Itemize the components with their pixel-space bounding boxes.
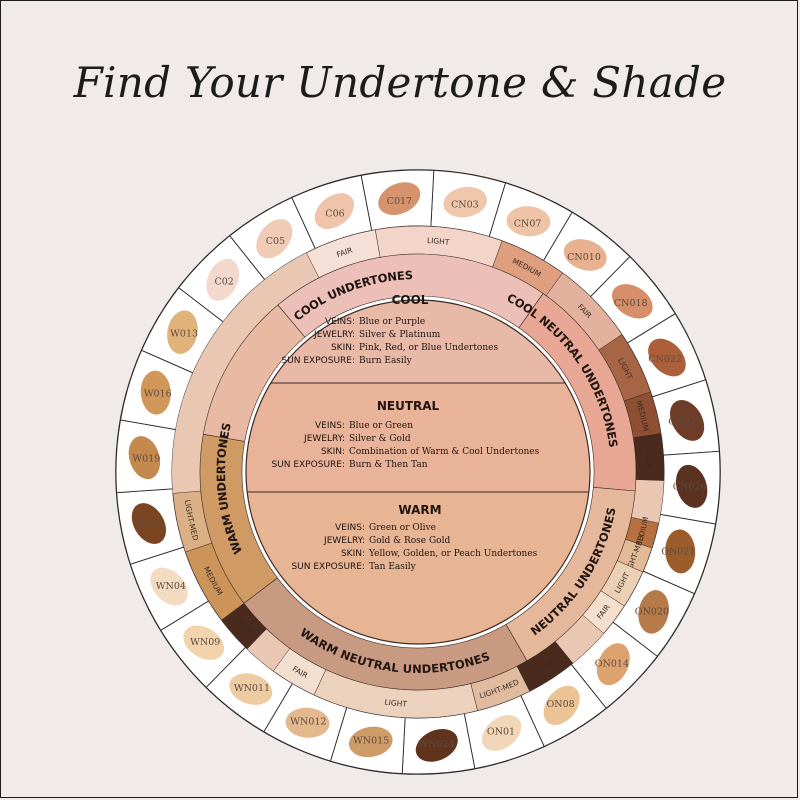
attribute-key: SKIN: (331, 343, 355, 353)
shade-swatch (131, 503, 167, 544)
shade-code: ON01 (487, 727, 515, 738)
attribute-value: Burn & Then Tan (349, 460, 428, 470)
shade-swatch (229, 673, 273, 705)
shade-code: CN026 (673, 482, 707, 493)
shade-code: WN015 (353, 735, 389, 746)
undertone-band (202, 304, 306, 442)
section-heading: WARM (398, 503, 441, 517)
attribute-value: Silver & Gold (349, 434, 411, 444)
attribute-key: JEWELRY: (313, 330, 355, 340)
shade-code: C017 (387, 196, 412, 207)
depth-label: LIGHT (427, 236, 451, 247)
shade-swatch (206, 258, 240, 301)
attribute-value: Burn Easily (359, 356, 413, 366)
attribute-value: Tan Easily (369, 562, 417, 572)
shade-code: WN012 (290, 716, 326, 727)
shade-swatch (481, 714, 522, 751)
shade-code: CN07 (514, 219, 542, 230)
shade-code: CN018 (614, 298, 648, 309)
section-heading: COOL (392, 293, 429, 307)
shade-swatch (563, 239, 607, 271)
shade-swatch (183, 625, 225, 660)
shade-code: CN022 (648, 354, 682, 365)
center-outline (245, 299, 591, 645)
attribute-key: SKIN: (341, 549, 365, 559)
shade-swatch (348, 726, 393, 758)
attribute-key: SUN EXPOSURE: (291, 562, 365, 572)
page-title: Find Your Undertone & Shade (73, 58, 727, 107)
section-heading: NEUTRAL (377, 399, 440, 413)
depth-label: DEEP (644, 448, 654, 469)
shade-swatch (506, 206, 551, 237)
shade-code: W019 (132, 453, 160, 464)
shade-swatch (669, 400, 705, 441)
shade-code: ON020 (635, 606, 669, 617)
shade-code: ON08 (546, 699, 574, 710)
shade-code: C06 (325, 208, 344, 219)
attribute-value: Silver & Platinum (359, 330, 441, 340)
shade-code: W013 (170, 329, 198, 340)
attribute-key: JEWELRY: (303, 434, 345, 444)
shade-code: WN09 (190, 637, 220, 648)
attribute-value: Blue or Purple (359, 317, 425, 327)
attribute-value: Combination of Warm & Cool Undertones (349, 447, 540, 457)
shade-code: WN011 (234, 683, 270, 694)
attribute-key: JEWELRY: (323, 536, 365, 546)
shade-swatch (314, 193, 355, 230)
shade-code: W016 (144, 389, 172, 400)
attribute-key: SUN EXPOSURE: (281, 356, 355, 366)
shade-code: W023 (137, 519, 165, 530)
attribute-value: Gold & Rose Gold (369, 536, 450, 546)
attribute-key: VEINS: (315, 421, 345, 431)
shade-swatch (648, 338, 686, 377)
shade-swatch (378, 182, 421, 216)
depth-ring: FAIRLIGHTMEDIUMFAIRLIGHTMEDIUMDEEPMEDIUM… (171, 225, 665, 719)
attribute-value: Yellow, Golden, or Peach Undertones (368, 549, 538, 559)
shade-swatch (256, 219, 293, 259)
shade-code: CN025 (668, 416, 702, 427)
shade-swatch (167, 310, 198, 354)
shade-code: C02 (214, 277, 233, 288)
shade-code: WN024 (419, 739, 455, 750)
shade-code: ON021 (661, 546, 695, 557)
shade-swatch (675, 464, 708, 508)
shade-swatch (611, 284, 653, 319)
shade-swatch (140, 370, 171, 415)
shade-code: CN03 (451, 200, 479, 211)
shade-swatch (543, 685, 580, 725)
shade-swatch (443, 186, 488, 218)
shade-code: ON014 (595, 658, 629, 669)
attribute-key: SUN EXPOSURE: (271, 460, 345, 470)
attribute-value: Green or Olive (369, 523, 436, 533)
shade-swatch (596, 643, 630, 686)
attribute-key: VEINS: (335, 523, 365, 533)
attribute-key: VEINS: (325, 317, 355, 327)
shade-code: C05 (266, 236, 285, 247)
shade-swatch (150, 567, 188, 606)
shade-code: CN010 (567, 252, 601, 263)
shade-swatch (128, 436, 161, 480)
shade-swatch (638, 590, 669, 634)
attribute-value: Blue or Green (349, 421, 413, 431)
shade-swatch (415, 728, 458, 762)
shade-swatch (285, 707, 330, 738)
attribute-key: SKIN: (321, 447, 345, 457)
neutral-section-bg (246, 383, 590, 492)
depth-label: LIGHT (384, 697, 408, 708)
shade-code: WN04 (156, 581, 186, 592)
shade-swatch (665, 529, 696, 574)
attribute-value: Pink, Red, or Blue Undertones (359, 343, 498, 353)
